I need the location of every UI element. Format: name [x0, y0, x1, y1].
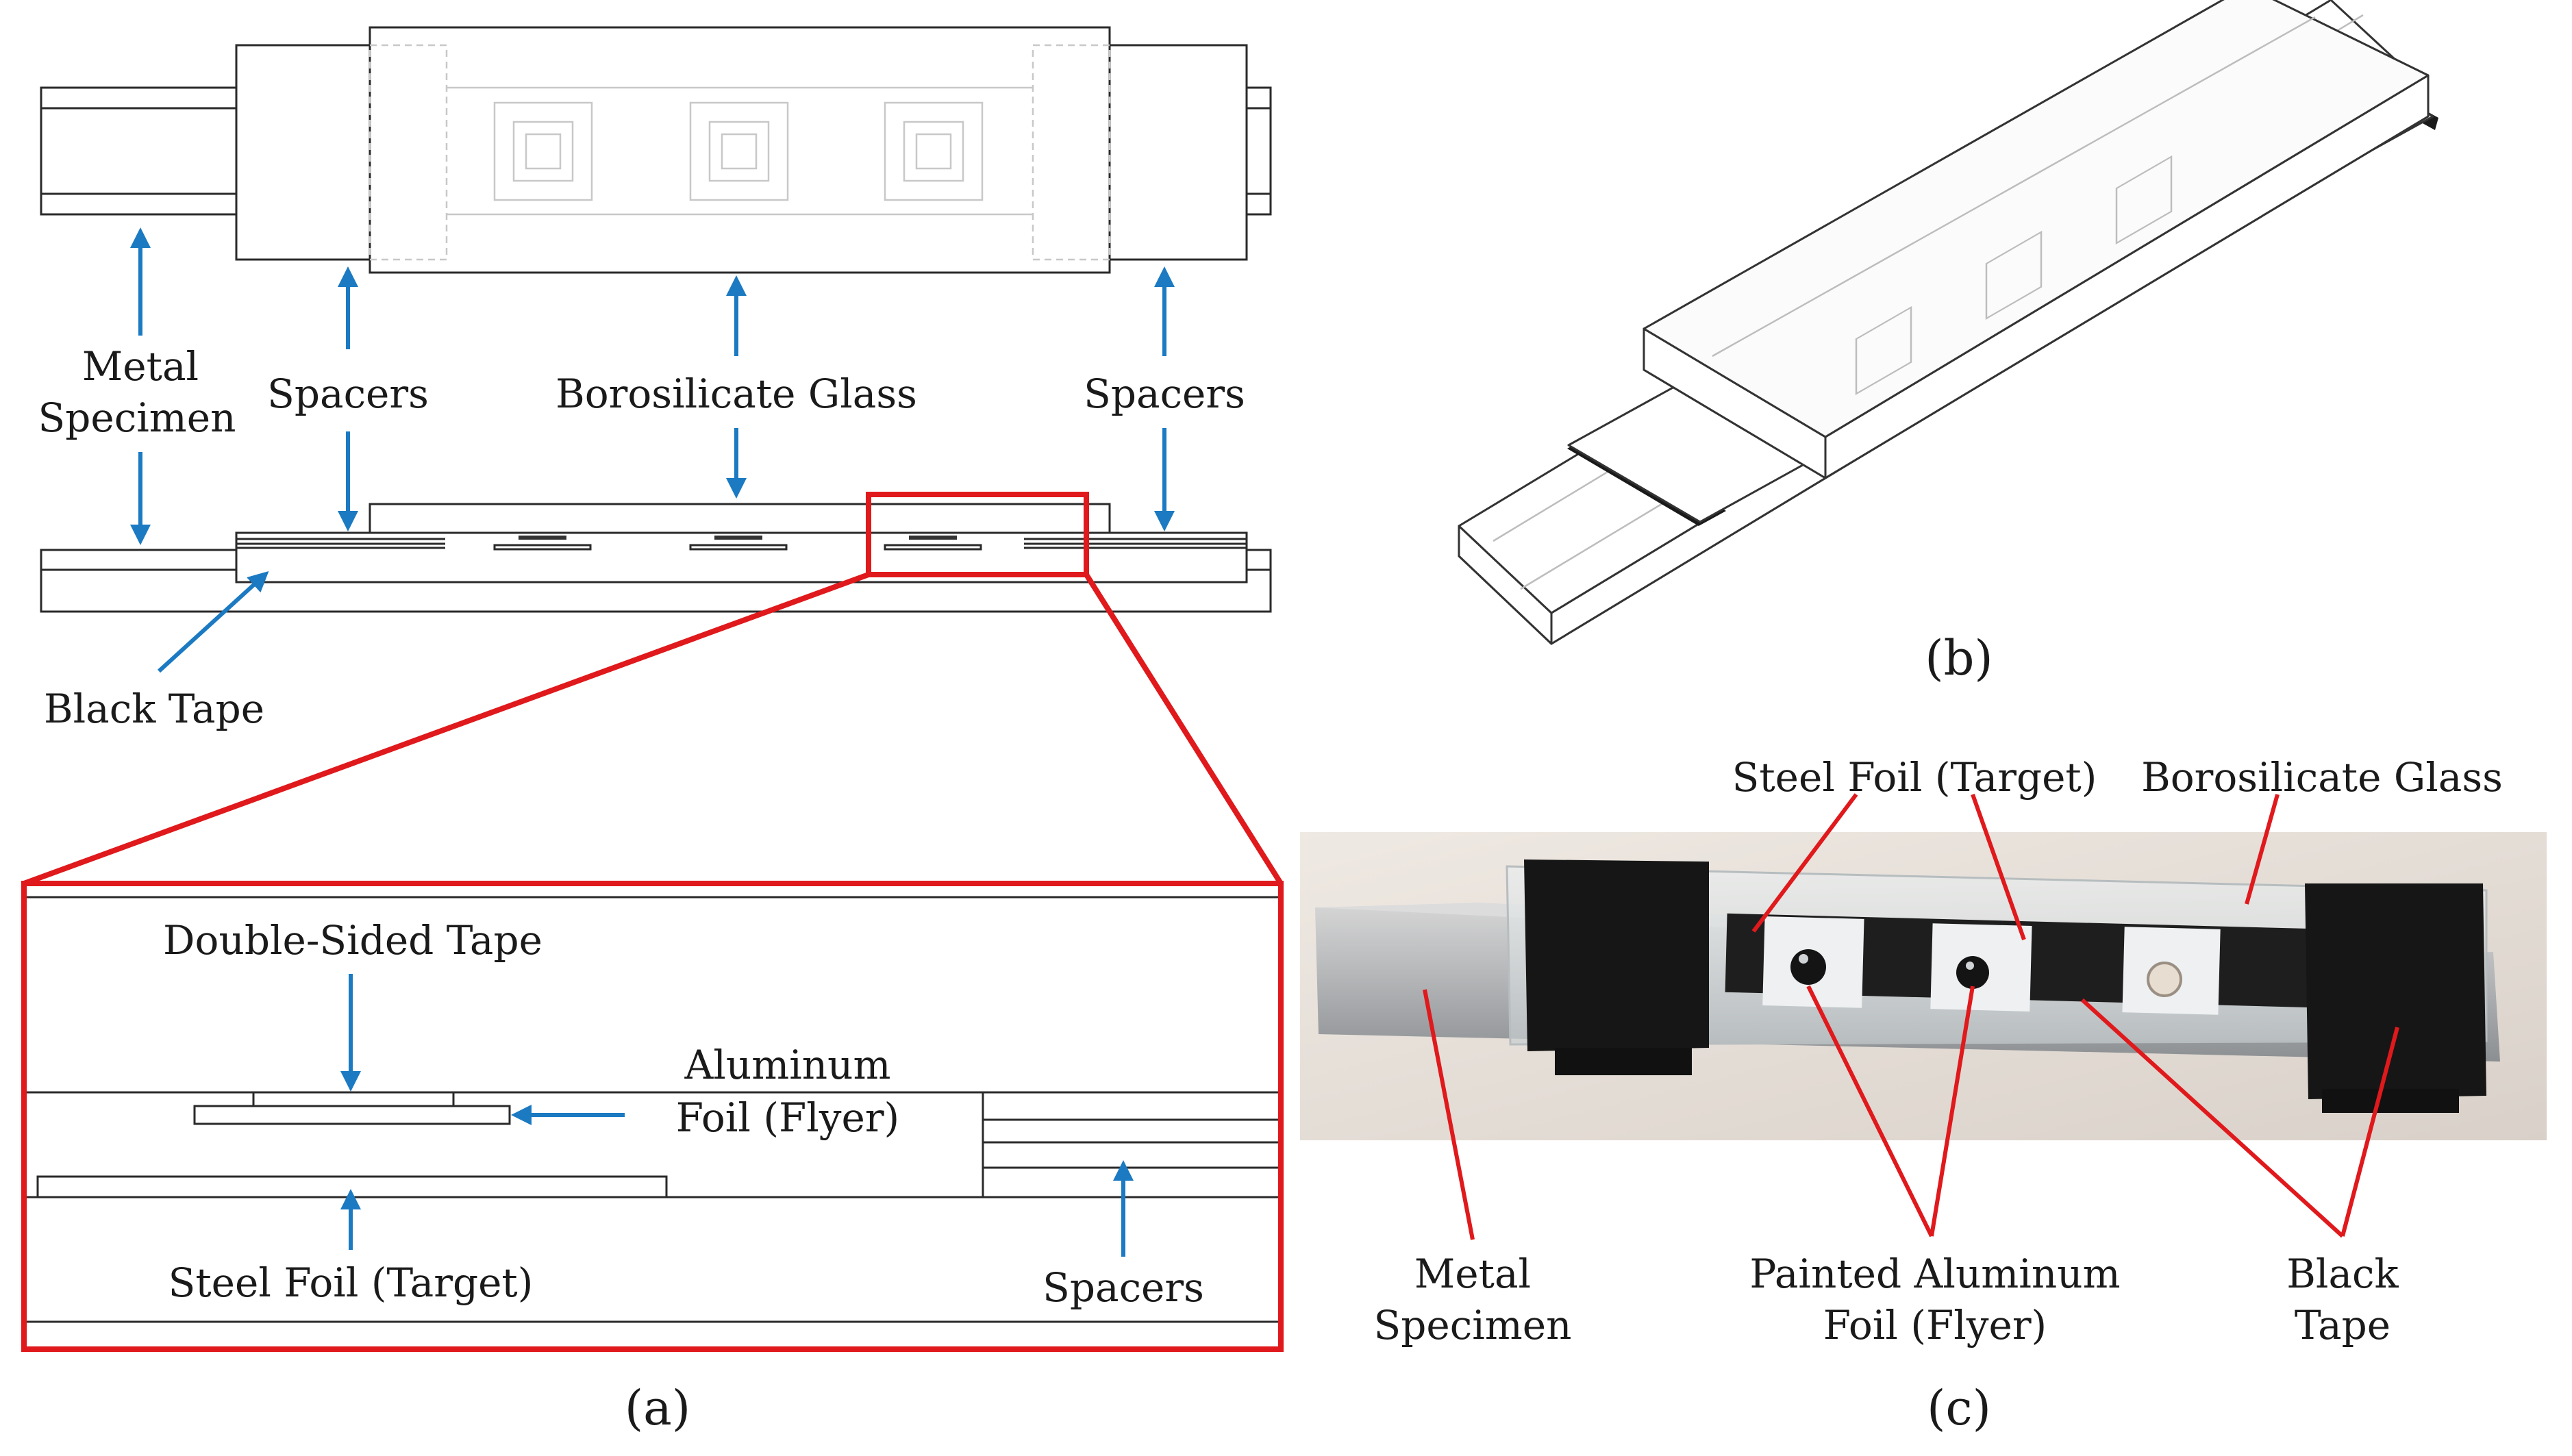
label-c-black-2: Tape	[2295, 1302, 2390, 1348]
label-c-black-1: Black	[2286, 1251, 2399, 1297]
label-black-tape: Black Tape	[44, 686, 264, 732]
label-c-painted-2: Foil (Flyer)	[1823, 1302, 2047, 1348]
zoom-inset-content: Double-Sided Tape Aluminum Foil (Flyer) …	[27, 896, 1278, 1323]
borosilicate-glass-side	[369, 503, 1111, 534]
panel-a-top-view	[40, 26, 1272, 274]
caption-c: (c)	[1927, 1380, 1991, 1436]
label-c-metal-2: Specimen	[1374, 1302, 1572, 1348]
label-c-steel-foil: Steel Foil (Target)	[1732, 754, 2097, 801]
label-aluminum-1: Aluminum	[684, 1042, 890, 1088]
aluminum-foil-shape	[193, 1105, 511, 1125]
label-metal-1: Metal	[82, 343, 199, 390]
panel-a-labels: Metal Specimen Spacers Borosilicate Glas…	[38, 343, 1245, 732]
label-c-borosilicate-glass: Borosilicate Glass	[2141, 754, 2503, 801]
label-inset-spacers: Spacers	[1042, 1264, 1204, 1311]
panel-c-labels: Steel Foil (Target) Borosilicate Glass M…	[1374, 754, 2503, 1348]
label-spacers-left: Spacers	[267, 371, 429, 417]
double-sided-tape-shape	[252, 1091, 455, 1107]
photo-foils	[1762, 916, 2221, 1015]
label-c-metal-1: Metal	[1414, 1251, 1531, 1297]
label-aluminum-2: Foil (Flyer)	[676, 1094, 899, 1141]
panel-b-isometric	[1458, 0, 2438, 645]
label-double-sided-tape: Double-Sided Tape	[163, 917, 542, 964]
panel-a-arrows	[130, 227, 1175, 673]
photo-black-tape-right	[2305, 883, 2486, 1099]
label-borosilicate-glass: Borosilicate Glass	[555, 371, 917, 417]
panel-c-photo	[1300, 832, 2547, 1140]
borosilicate-glass-top	[369, 26, 1111, 274]
label-steel-foil: Steel Foil (Target)	[168, 1259, 534, 1306]
zoom-inset-frame	[21, 881, 1284, 1352]
caption-a: (a)	[625, 1380, 690, 1436]
iso-foils	[1855, 155, 2173, 395]
panel-c-callouts	[1423, 793, 2399, 1240]
caption-b: (b)	[1925, 630, 1993, 686]
foils-side	[493, 536, 982, 551]
zoom-callout	[21, 492, 1284, 1352]
label-spacers-right: Spacers	[1084, 371, 1245, 417]
panel-a-side-view	[40, 503, 1272, 613]
zoom-source-box	[866, 492, 1089, 577]
label-metal-2: Specimen	[38, 394, 236, 441]
photo-black-tape-left	[1524, 859, 1709, 1051]
foil-squares-top	[493, 101, 984, 201]
label-c-painted-1: Painted Aluminum	[1749, 1251, 2120, 1297]
